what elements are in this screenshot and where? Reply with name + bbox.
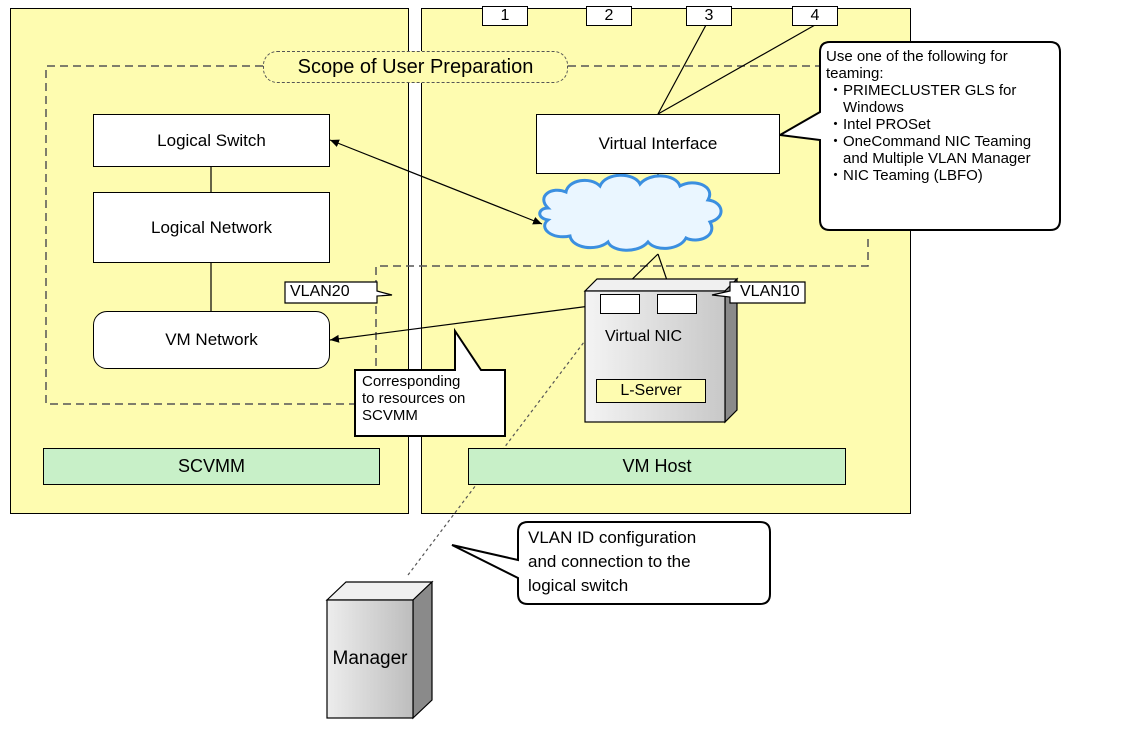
- scvmm-callout-text: Corresponding to resources on SCVMM: [362, 373, 465, 424]
- port-3: 3: [686, 6, 732, 26]
- bullet-icon: ・: [828, 167, 844, 184]
- network-cloud: [538, 173, 723, 252]
- logical-switch-box: Logical Switch: [93, 114, 330, 167]
- vlan10-label: VLAN10: [740, 283, 800, 300]
- vlan-callout-line3: logical switch: [528, 576, 629, 595]
- l-server-label: L-Server: [620, 382, 682, 399]
- logical-network-label: Logical Network: [151, 217, 272, 237]
- bullet-icon: ・: [828, 133, 844, 150]
- port-2: 2: [586, 6, 632, 26]
- vm-network-nic-arrow: [329, 300, 614, 343]
- teaming-item-4-line1: NIC Teaming (LBFO): [843, 167, 983, 184]
- scvmm-callout-line3: SCVMM: [362, 407, 418, 424]
- scvmm-callout-line1: Corresponding: [362, 373, 461, 390]
- teaming-intro-line1: Use one of the following for: [826, 48, 1008, 65]
- teaming-item-3-line2: and Multiple VLAN Manager: [843, 150, 1031, 167]
- vlan10-label-shape: [711, 281, 806, 304]
- scvmm-callout-line2: to resources on: [362, 390, 466, 407]
- manager-label: Manager: [332, 648, 408, 669]
- nic-port-vlan20: [600, 294, 640, 314]
- port-3-label: 3: [704, 7, 714, 24]
- scvmm-footer-label: SCVMM: [178, 456, 245, 476]
- scope-label: Scope of User Preparation: [263, 51, 568, 83]
- scvmm-footer: SCVMM: [43, 448, 380, 485]
- port3-line: [657, 24, 707, 115]
- nic-port-vlan10: [657, 294, 697, 314]
- vm-host-footer-label: VM Host: [622, 456, 692, 476]
- port-1-label: 1: [500, 7, 510, 24]
- logical-switch-label: Logical Switch: [157, 130, 266, 150]
- port-1: 1: [482, 6, 528, 26]
- vlan20-label-shape: [284, 281, 393, 304]
- manager-box: [325, 580, 434, 720]
- teaming-item-1-line1: PRIMECLUSTER GLS for: [843, 82, 1017, 99]
- teaming-item: ・NIC Teaming (LBFO): [826, 167, 1058, 184]
- scvmm-callout-bubble: [354, 327, 506, 437]
- vm-network-box: VM Network: [93, 311, 330, 369]
- teaming-callout-bubble: [776, 41, 1061, 231]
- vlan20-label: VLAN20: [290, 283, 350, 300]
- logical-switch-cloud-arrow: [329, 139, 543, 225]
- scope-label-text: Scope of User Preparation: [297, 55, 534, 78]
- teaming-item: ・PRIMECLUSTER GLS for: [826, 82, 1058, 99]
- teaming-item-3-line1: OneCommand NIC Teaming: [843, 133, 1032, 150]
- port-4: 4: [792, 6, 838, 26]
- vlan-callout-line1: VLAN ID configuration: [528, 528, 697, 547]
- port-2-label: 2: [604, 7, 614, 24]
- teaming-item-1-line2: Windows: [843, 99, 904, 116]
- teaming-item: ・OneCommand NIC Teaming: [826, 133, 1058, 150]
- vlan-callout-line2: and connection to the: [528, 552, 691, 571]
- l-server-label-box: L-Server: [596, 379, 706, 403]
- vm-host-footer: VM Host: [468, 448, 846, 485]
- manager-nic-link: [407, 304, 613, 576]
- teaming-intro-line2: teaming:: [826, 65, 884, 82]
- teaming-item: ・Intel PROSet: [826, 116, 1058, 133]
- port4-line: [657, 24, 816, 115]
- virtual-nic-label: Virtual NIC: [605, 328, 683, 345]
- cloud-shape: [538, 173, 723, 252]
- teaming-item-2-line1: Intel PROSet: [843, 116, 931, 133]
- vm-network-label: VM Network: [165, 330, 258, 349]
- teaming-callout-text: Use one of the following for teaming: ・P…: [826, 48, 1058, 184]
- logical-network-box: Logical Network: [93, 192, 330, 263]
- virtual-interface-box: Virtual Interface: [536, 114, 780, 174]
- bullet-icon: ・: [828, 82, 844, 99]
- vlan-callout-text: VLAN ID configuration and connection to …: [528, 526, 696, 598]
- virtual-interface-label: Virtual Interface: [598, 134, 718, 153]
- port-4-label: 4: [810, 7, 820, 24]
- vlan-callout-bubble: [451, 521, 771, 605]
- bullet-icon: ・: [828, 116, 844, 133]
